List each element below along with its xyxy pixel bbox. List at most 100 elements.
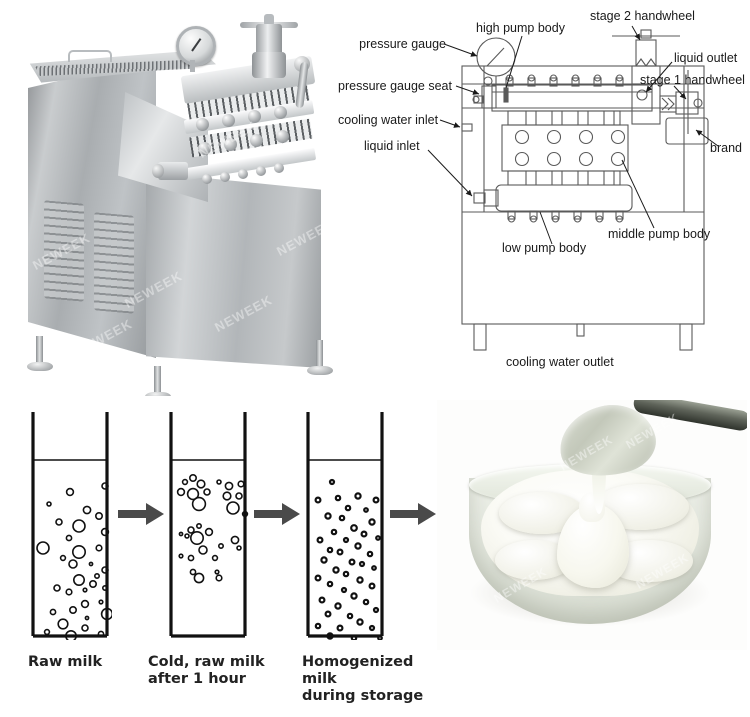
machine-leg-left <box>473 323 487 351</box>
fat-globule <box>350 634 358 642</box>
fat-globule <box>336 624 344 632</box>
leader-lines <box>427 25 719 245</box>
cabinet-handle <box>68 50 112 62</box>
leader-cooling-water-inlet <box>439 119 461 128</box>
label-cooling-water-outlet: cooling water outlet <box>506 355 614 369</box>
liquid-outlet-port <box>636 89 648 101</box>
fat-globule <box>363 507 369 513</box>
fat-globule <box>43 628 51 636</box>
liquid-inlet-nipple <box>473 192 486 204</box>
beaker-homogenized-milk <box>303 410 387 642</box>
fat-globule <box>196 479 206 489</box>
label-liquid-inlet: liquid inlet <box>364 139 420 153</box>
fat-globule <box>372 606 380 614</box>
low-pump-valve-caps <box>507 210 624 223</box>
leader-liquid-outlet <box>645 61 673 93</box>
fat-globule <box>372 496 380 504</box>
caption-homogenized-milk: Homogenized milk during storage <box>302 654 424 704</box>
gauge-seat-fitting <box>472 95 480 104</box>
fat-globule <box>84 615 90 621</box>
fat-globule <box>49 608 57 616</box>
label-stage-1-handwheel: stage 1 handwheel <box>640 73 745 87</box>
pump-bolt-icon <box>248 110 261 123</box>
inlet-cap <box>152 164 164 178</box>
fat-globule <box>191 496 207 512</box>
fat-globule <box>88 561 94 567</box>
stage-2-hub <box>640 29 652 39</box>
fat-globule <box>211 554 219 562</box>
fat-globule <box>68 559 78 569</box>
cooling-jacket-lower <box>507 170 621 186</box>
fat-globule <box>350 592 358 600</box>
machine-leg <box>36 336 43 366</box>
label-low-pump-body: low pump body <box>502 241 587 255</box>
jacket-lower-ribs <box>525 171 615 185</box>
fat-globule <box>360 530 368 538</box>
gauge-stem <box>190 60 195 72</box>
fat-globule <box>314 496 322 504</box>
fat-globule <box>366 550 374 558</box>
beaker-svg-3 <box>306 412 384 642</box>
schematic-svg: pressure gauge pressure gauge seat cooli… <box>338 9 745 369</box>
label-brand: brand <box>710 141 742 155</box>
fat-globule <box>97 630 105 638</box>
pump-bolt-icon <box>276 130 289 143</box>
machine-cabinet-front <box>146 172 321 368</box>
fat-globule <box>328 478 336 486</box>
fat-globule <box>230 535 240 545</box>
machine-photo: NEWEEK NEWEEK NEWEEK NEWEEK NEWEEK NEWEE… <box>6 6 336 396</box>
liquid-outlet-block <box>631 83 661 125</box>
fat-globule <box>176 487 186 497</box>
fat-globule <box>53 584 61 592</box>
liquid-inlet-fitting <box>483 189 499 207</box>
fat-globule <box>350 524 358 532</box>
caption-raw-milk: Raw milk <box>28 654 103 670</box>
fat-globule <box>320 556 328 564</box>
liquid-inlet-port <box>158 162 188 180</box>
stage-2-spring <box>635 58 657 67</box>
pump-bolt-icon <box>222 114 235 127</box>
valve-body <box>252 52 286 78</box>
fat-globule <box>101 482 109 490</box>
milk-process-illustration: Raw milk Cold, raw milk after 1 hour Hom… <box>0 396 436 704</box>
pump-bolt-icon <box>238 169 248 179</box>
fat-globule <box>55 518 63 526</box>
fat-globule <box>102 585 109 592</box>
fat-globule <box>65 487 75 497</box>
fat-globule <box>217 543 224 550</box>
stage-1-spring <box>661 97 675 111</box>
leader-liquid-inlet <box>427 149 473 197</box>
fat-globule <box>178 553 184 559</box>
fat-globule <box>314 574 322 582</box>
label-pressure-gauge-seat: pressure gauge seat <box>338 79 452 93</box>
middle-pump-ports <box>514 129 626 167</box>
fat-globule <box>82 587 88 593</box>
fat-globule <box>368 582 376 590</box>
fat-globule <box>178 531 184 537</box>
pump-bolt-icon <box>224 138 237 151</box>
machine-leg <box>154 366 161 396</box>
pump-bolt-icon <box>274 106 287 119</box>
fat-globule <box>189 531 204 546</box>
side-louver-vent <box>94 212 134 314</box>
fat-globule <box>356 618 364 626</box>
fat-globule <box>57 618 69 630</box>
fat-globule <box>80 599 90 609</box>
label-cooling-water-inlet: cooling water inlet <box>338 113 439 127</box>
pump-bolt-icon <box>274 163 284 173</box>
fat-globule <box>68 606 77 615</box>
fat-globule <box>326 546 334 554</box>
fat-globule <box>375 535 381 541</box>
cooling-water-outlet-stub <box>576 323 585 337</box>
fat-globule <box>187 554 195 562</box>
fat-globule <box>72 519 86 533</box>
fat-globule <box>338 514 346 522</box>
fat-globule <box>36 541 50 555</box>
fat-globule <box>368 518 376 526</box>
fat-globule <box>318 596 326 604</box>
fat-globule <box>216 479 222 485</box>
gauge-seat-nipple <box>473 95 484 104</box>
label-pressure-gauge: pressure gauge <box>359 37 446 51</box>
fat-globule <box>195 523 202 530</box>
fat-globule <box>342 570 350 578</box>
